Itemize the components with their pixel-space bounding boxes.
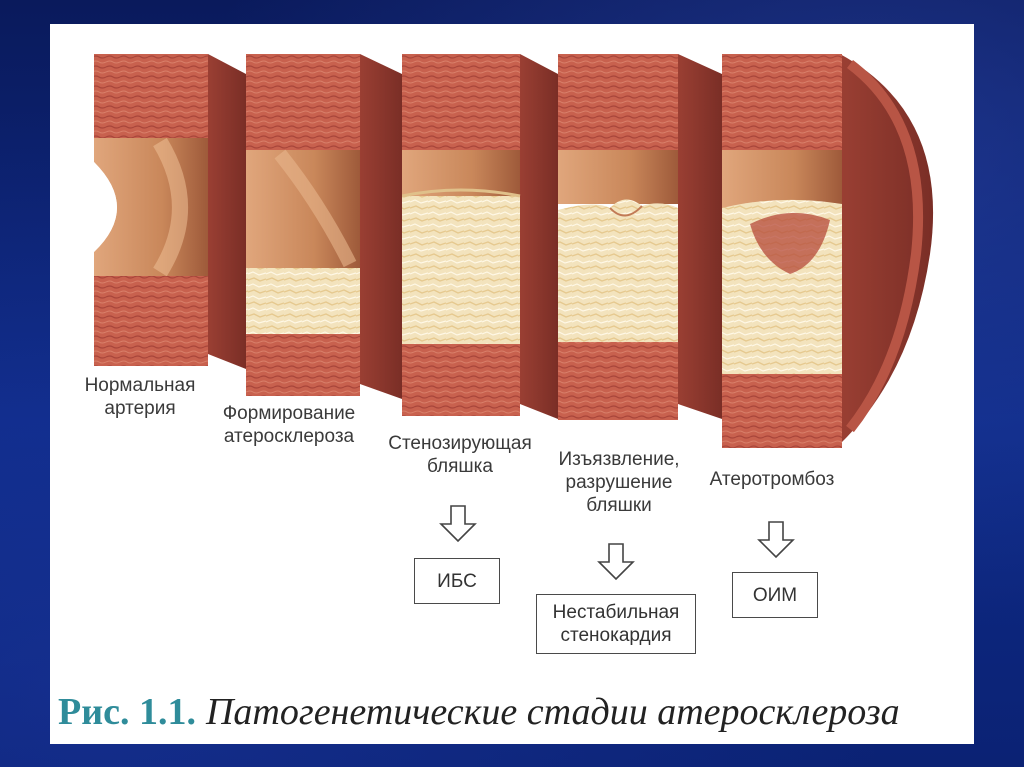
hollow-down-arrow-icon xyxy=(597,543,635,581)
stage-label-atherothrombosis: Атеротромбоз xyxy=(709,469,835,490)
caption-text: Патогенетические стадии атеросклероза xyxy=(205,691,900,733)
outcome-box-ibs: ИБС xyxy=(414,558,500,604)
stage-forming-illustration xyxy=(246,54,402,399)
figure-panel: Нормальная артерия Формирование атероскл… xyxy=(50,24,974,744)
hollow-down-arrow-icon xyxy=(439,505,477,543)
stage-label-normal: Нормальная артерия xyxy=(84,375,196,419)
hollow-down-arrow-icon xyxy=(757,521,795,559)
stage-stenosing-illustration xyxy=(401,54,558,419)
stage-label-ulceration: Изъязвление, разрушение бляшки xyxy=(558,449,680,516)
stage-label-forming: Формирование атеросклероза xyxy=(222,403,356,447)
caption-number: Рис. 1.1. xyxy=(58,691,196,733)
figure-caption: Рис. 1.1.Патогенетические стадии атероск… xyxy=(58,688,968,736)
stage-ulceration-illustration xyxy=(558,54,722,420)
outcome-box-unstable-angina: Нестабильная стенокардия xyxy=(536,594,696,654)
stage-normal-illustration xyxy=(94,54,246,369)
stage-atherothrombosis-illustration xyxy=(722,54,934,448)
stage-label-stenosing: Стенозирующая бляшка xyxy=(388,433,532,477)
outcome-box-oim: ОИМ xyxy=(732,572,818,618)
artery-stages-illustration xyxy=(94,54,934,448)
